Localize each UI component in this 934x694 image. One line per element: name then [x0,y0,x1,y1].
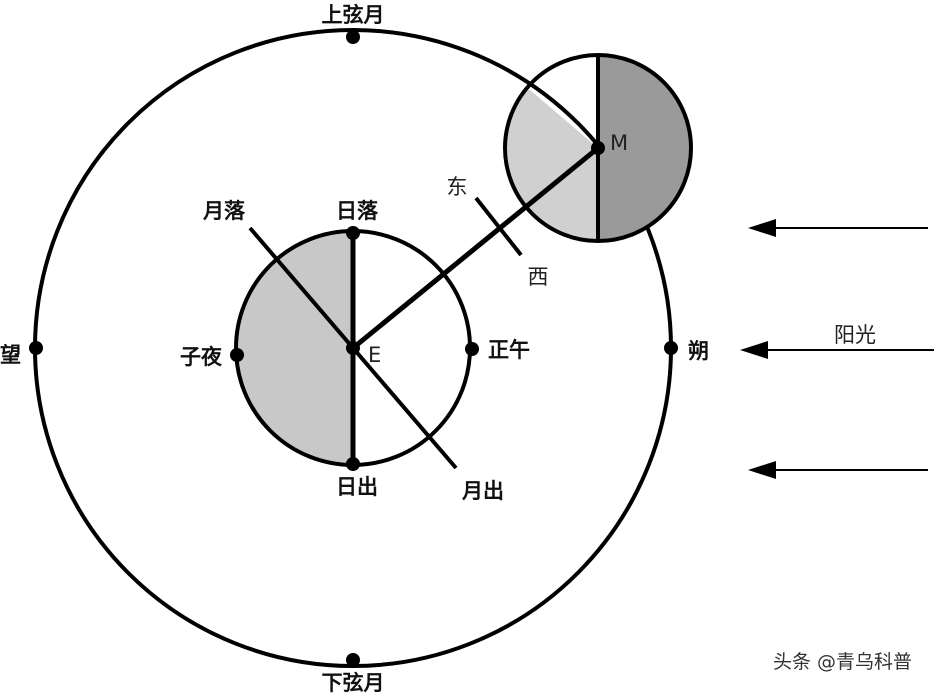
label-moon: M [610,131,628,155]
orbit-point-new-moon [664,341,678,355]
earth-point-midnight [230,348,244,362]
moon-center-point [591,141,605,155]
earth-moon-line [351,146,600,350]
earth-night-side [236,231,353,465]
label-earth: E [368,343,381,367]
label-sunlight: 阳光 [834,323,876,347]
label-last-quarter: 下弦月 [322,671,385,694]
earth-point-sunset [346,226,360,240]
label-sunset: 日落 [336,199,379,223]
earth-center-point [346,341,360,355]
east-west-tick [474,196,523,257]
orbit-point-full-moon [29,341,43,355]
label-noon: 正午 [488,338,530,362]
label-new-moon: 朔 [688,339,709,363]
moon-visible-shade [505,148,598,241]
label-first-quarter: 上弦月 [322,3,385,27]
orbit-point-first-quarter [346,30,360,44]
label-east: 东 [447,175,468,199]
label-moonrise: 月出 [461,479,504,503]
watermark: 头条 @青乌科普 [773,651,912,673]
label-moonset: 月落 [202,199,246,223]
label-west: 西 [528,265,549,289]
label-sunrise: 日出 [336,475,378,499]
label-full-moon: 望 [0,343,21,367]
earth-point-sunrise [346,457,360,471]
sunlight-arrows [740,219,934,479]
orbit-point-last-quarter [346,653,360,667]
moon-visible-shade-upper [505,90,598,148]
earth-point-noon [465,342,479,356]
label-midnight: 子夜 [180,345,223,369]
